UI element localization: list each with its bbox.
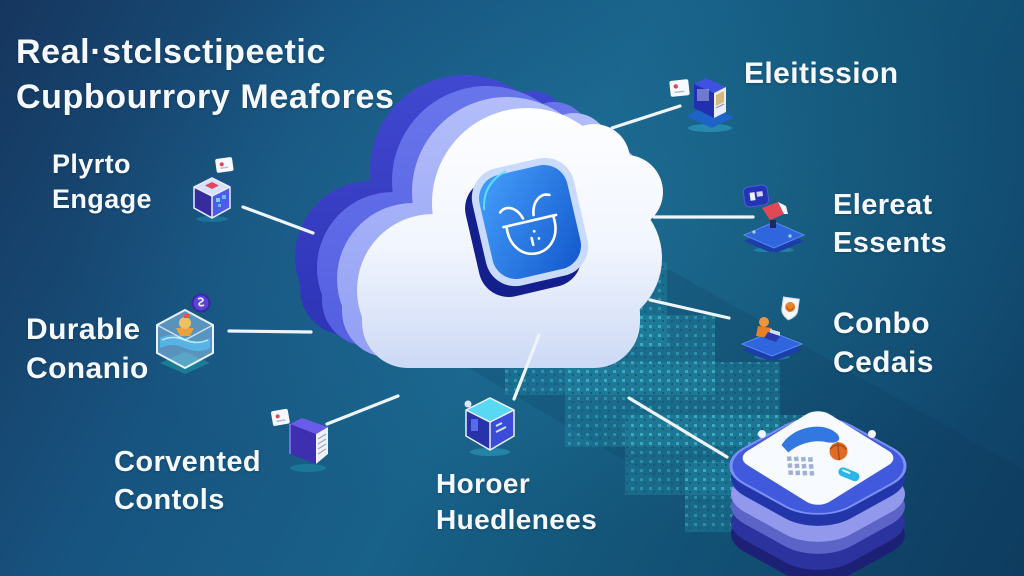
connector-lines [227,104,755,459]
feature-label-eleitission: Eleitission [744,57,899,90]
worker-shield-icon [738,296,810,360]
feature-label-plyrto: Plyrto Engage [52,149,152,215]
feature-label-corvented: Corvented Contols [114,446,262,516]
engage-cube-icon [186,154,246,222]
stacked-layers-icon [729,411,907,576]
page-title: Real·stclsctipeetic Cupbourrory Meafores [16,30,395,120]
kiosk-device-icon [668,62,736,134]
title-line-1: Real·stclsctipeetic [16,33,326,71]
app-badge-icon [465,157,589,297]
stack-card-art [781,426,860,482]
alert-platform-icon [734,184,808,252]
server-cube-icon [458,392,522,458]
feature-label-elereat: Elereat Essents [833,189,948,259]
feature-label-conbo: Conbo Cedais [833,307,934,379]
document-book-icon [268,402,334,474]
feature-label-horoer: Horoer Huedlenees [436,468,598,536]
title-line-2: Cupbourrory Meafores [16,77,395,116]
feature-label-durable: Durable Conanio [26,313,149,385]
container-cube-icon [146,290,224,376]
